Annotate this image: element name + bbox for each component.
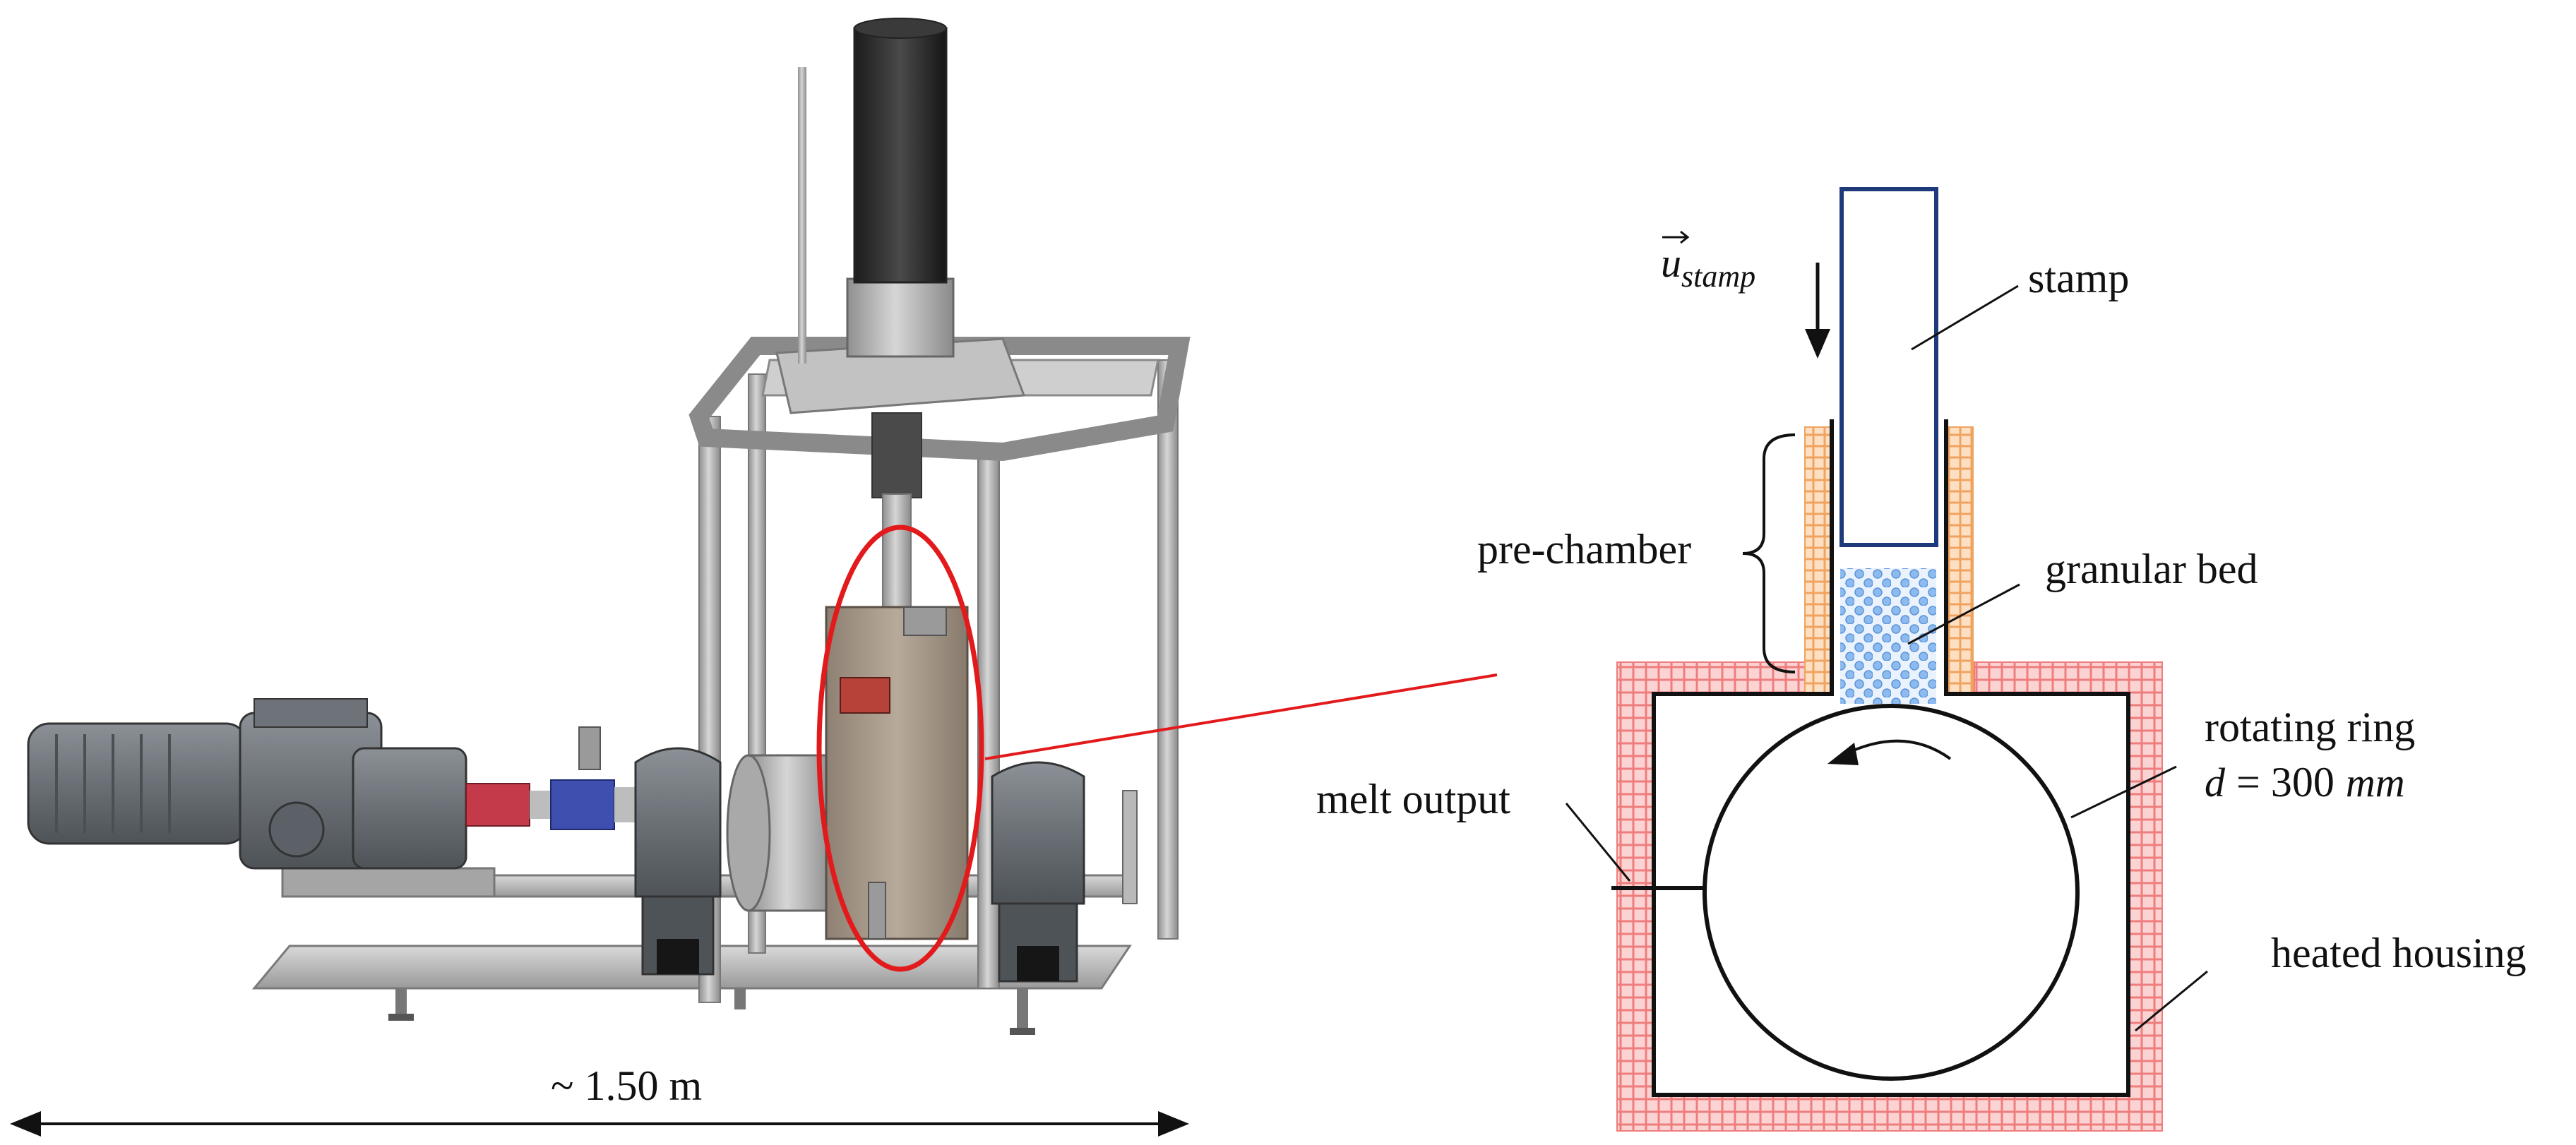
- upright-frame: [688, 337, 1191, 1003]
- pre-chamber-insulation-right: [1947, 426, 1974, 695]
- machine-photo: ~ 1.50 m: [10, 18, 1498, 1137]
- highlight-ellipse: [816, 524, 984, 972]
- u-vector-mark: [1662, 230, 1690, 244]
- stamp-label: stamp: [2028, 255, 2129, 301]
- rotating-ring-label: rotating ring: [2205, 704, 2415, 750]
- u-stamp-label: ustamp: [1661, 240, 1755, 294]
- housing-outline: [1652, 419, 2130, 1097]
- granular-bed-label: granular bed: [2045, 546, 2258, 592]
- right-bearing: [991, 761, 1138, 983]
- stamp-velocity-arrowhead: [1805, 329, 1830, 359]
- leader-melt-output: [1565, 803, 1631, 882]
- heated-housing-label: heated housing: [2271, 930, 2527, 976]
- granular-bed: [1840, 568, 1936, 704]
- stamp: [1839, 187, 1938, 547]
- leader-stamp: [1911, 284, 2019, 351]
- melt-drum-housing: [726, 606, 969, 940]
- drive-motor: [27, 698, 467, 870]
- leader-heated-housing: [2135, 970, 2208, 1032]
- shaft-couplings: [465, 779, 643, 830]
- pre-chamber-brace: [1742, 433, 1796, 673]
- scale-label: ~ 1.50 m: [551, 1062, 702, 1109]
- leader-granular-bed: [1907, 583, 2020, 645]
- rotating-ring: [1703, 704, 2080, 1081]
- scale-bar: [10, 1111, 1189, 1137]
- zoom-connector: [984, 673, 1498, 760]
- schematic-diagram: ustamp stamp pre-chamber granular bed ro…: [1316, 187, 2527, 1132]
- left-bearing: [578, 726, 722, 976]
- rotation-arrowhead: [1827, 743, 1859, 765]
- melt-output-label: melt output: [1316, 776, 1510, 822]
- pre-chamber-label: pre-chamber: [1477, 526, 1691, 572]
- rotation-arrow: [1849, 739, 1952, 760]
- leader-rotating-ring: [2070, 765, 2177, 819]
- heated-housing-insulation: [1616, 661, 2163, 1132]
- stamp-drive-column: [775, 18, 1026, 615]
- pre-chamber-insulation-left: [1804, 426, 1831, 695]
